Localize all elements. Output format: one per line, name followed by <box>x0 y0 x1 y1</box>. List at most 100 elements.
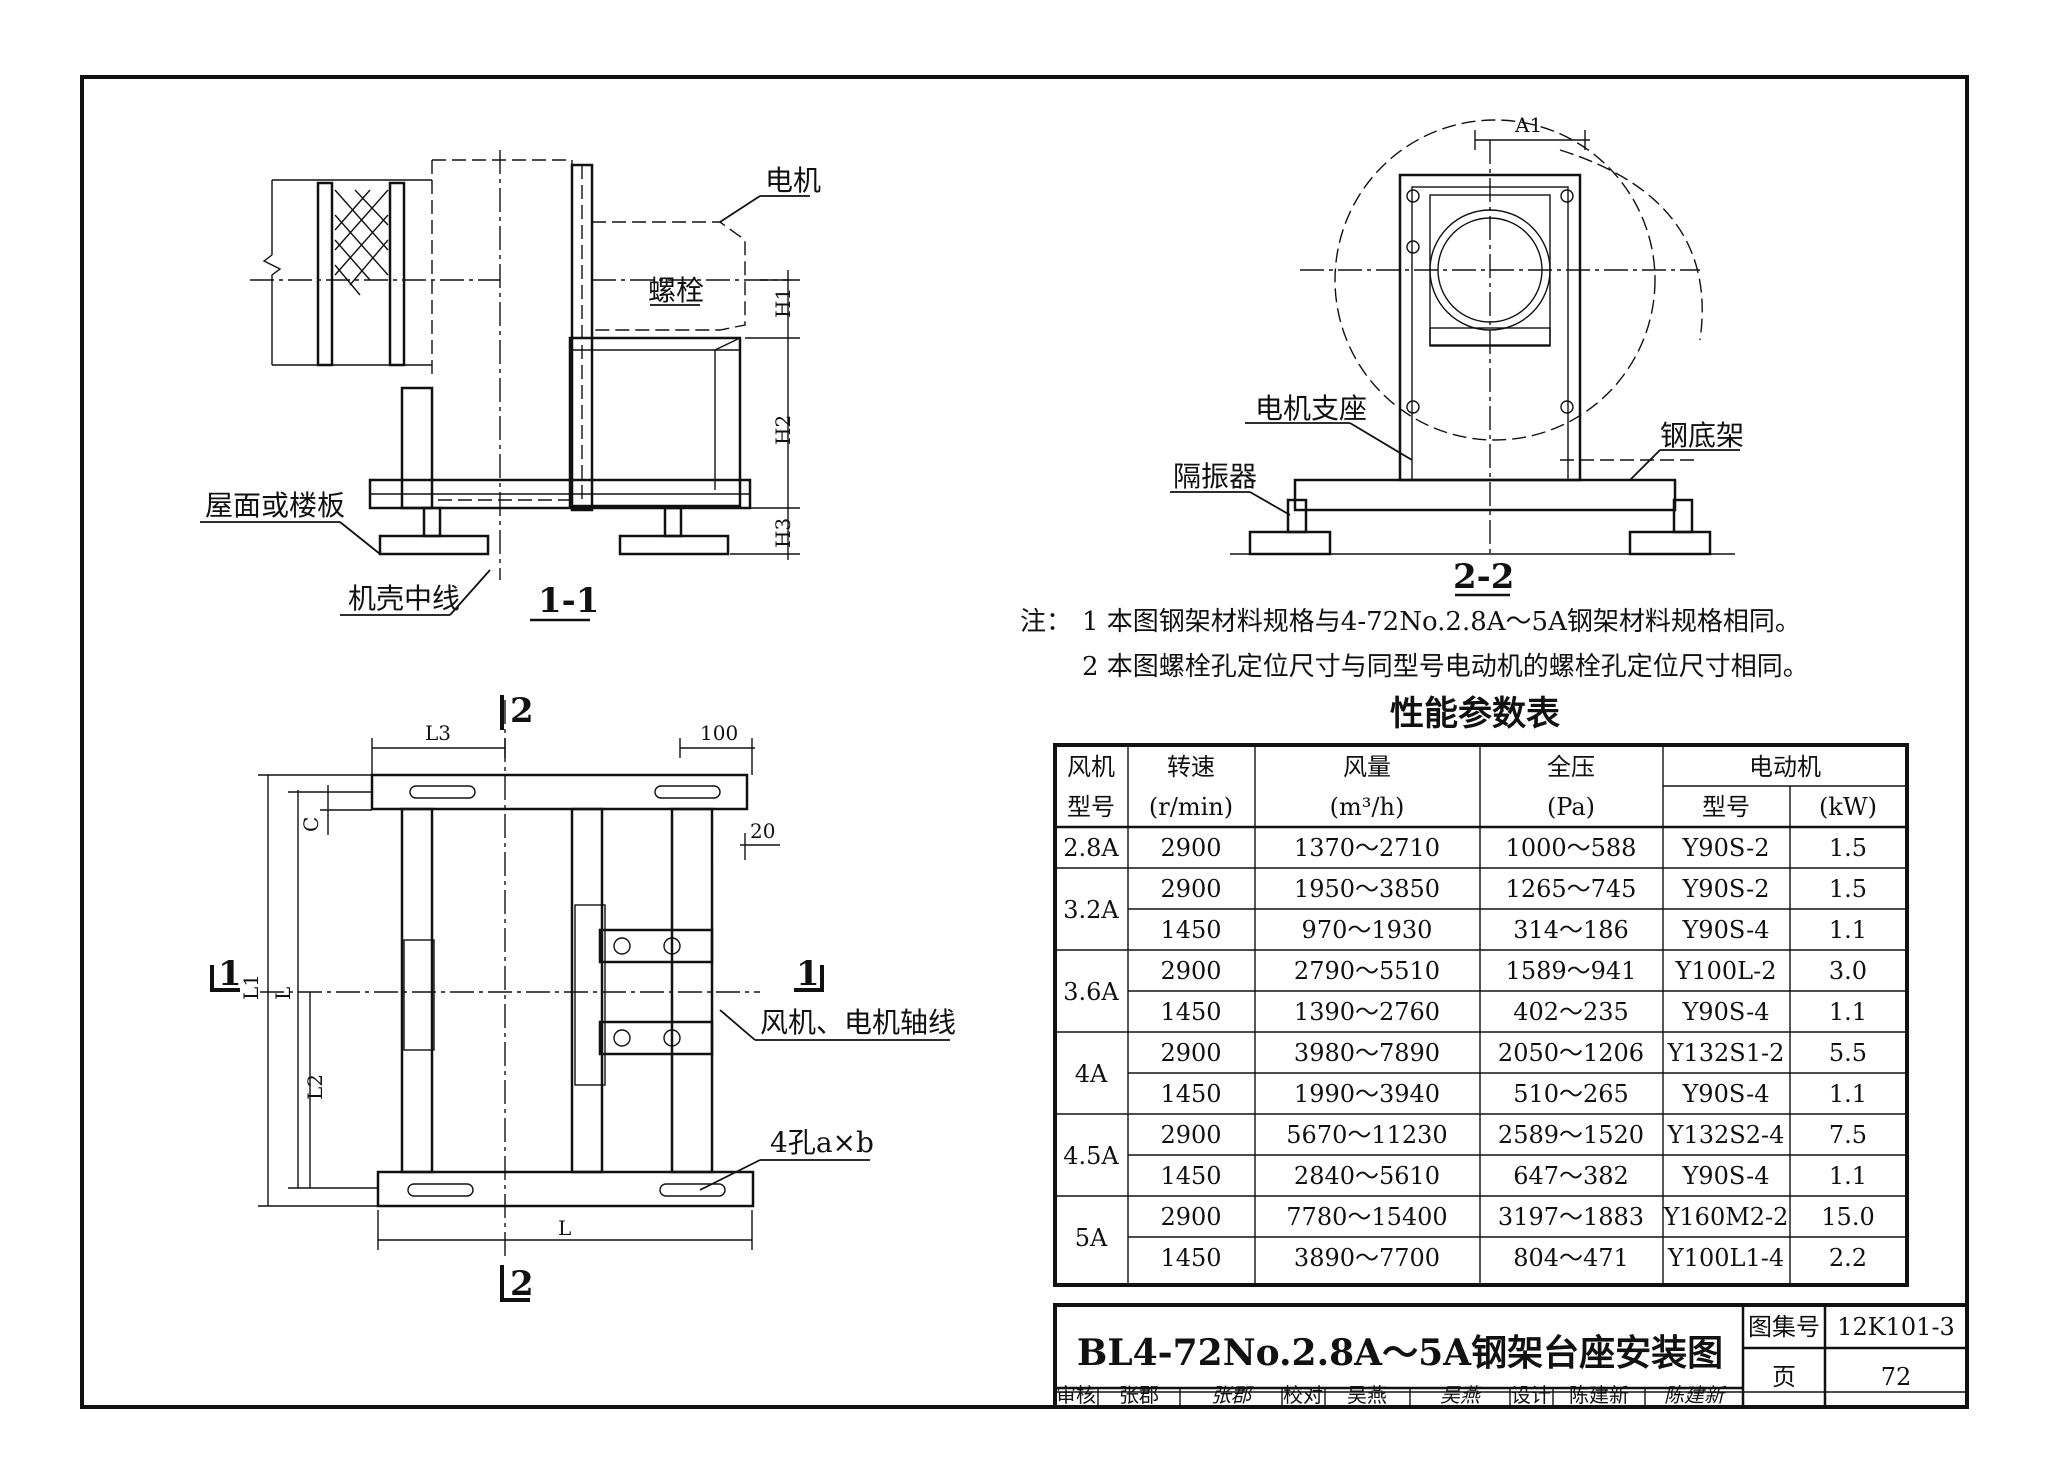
table-row: 2900 1370～2710 1000～588 Y90S-2 1.5 <box>1160 834 1867 862</box>
dim-H2: H2 <box>771 415 795 445</box>
table-row: 1450 2840～5610 647～382 Y90S-4 1.1 <box>1160 1162 1867 1190</box>
section-view-1-1 <box>200 150 810 622</box>
performance-table-grid <box>1053 743 1909 1287</box>
table-cell: Y90S-4 <box>1681 1162 1769 1190</box>
dim-C: C <box>299 817 323 832</box>
th-flow-2: (m³/h) <box>1330 793 1405 821</box>
table-cell: 804～471 <box>1513 1244 1629 1272</box>
table-cell: 1450 <box>1160 1244 1221 1272</box>
th-pressure-2: (Pa) <box>1547 793 1595 821</box>
reviewer-name: 张郡 <box>1119 1383 1159 1407</box>
fan-model-cell: 3.6A <box>1063 978 1119 1006</box>
table-cell: 647～382 <box>1513 1162 1629 1190</box>
dim-L-bottom: L <box>558 1216 571 1240</box>
table-cell: Y100L1-4 <box>1667 1244 1784 1272</box>
label-vibration-isolator: 隔振器 <box>1173 460 1257 493</box>
label-bolt: 螺栓 <box>648 274 704 307</box>
note-1: 1 本图钢架材料规格与4-72No.2.8A～5A钢架材料规格相同。 <box>1082 607 1801 637</box>
fan-model-cell: 5A <box>1075 1224 1108 1252</box>
table-cell: 314～186 <box>1513 916 1629 944</box>
reviewer-signature: 张郡 <box>1211 1383 1254 1407</box>
note-2: 2 本图螺栓孔定位尺寸与同型号电动机的螺栓孔定位尺寸相同。 <box>1082 652 1809 682</box>
table-cell: 1589～941 <box>1506 957 1637 985</box>
table-cell: 1450 <box>1160 1162 1221 1190</box>
table-cell: 1.1 <box>1829 1080 1867 1108</box>
cut-marker-1-left: 1 <box>218 954 242 994</box>
table-row: 2900 3980～7890 2050～1206 Y132S1-2 5.5 <box>1160 1039 1867 1067</box>
table-cell: Y90S-4 <box>1681 1080 1769 1108</box>
dim-A1: A1 <box>1514 113 1542 137</box>
section-view-2-2 <box>1170 119 1740 597</box>
table-cell: 2900 <box>1160 1039 1221 1067</box>
table-cell: Y160M2-2 <box>1663 1203 1789 1231</box>
table-cell: 1370～2710 <box>1294 834 1440 862</box>
table-cell: 2.2 <box>1829 1244 1867 1272</box>
design-label: 设计 <box>1511 1383 1551 1407</box>
sheet-border <box>80 75 1969 1409</box>
table-cell: 1450 <box>1160 998 1221 1026</box>
table-cell: 5670～11230 <box>1286 1121 1447 1149</box>
table-cell: 3.0 <box>1829 957 1867 985</box>
table-cell: 1390～2760 <box>1294 998 1440 1026</box>
dim-L: L <box>271 987 295 1000</box>
section-label-2-2: 2-2 <box>1453 557 1514 597</box>
th-pressure-1: 全压 <box>1547 753 1595 781</box>
table-cell: 3980～7890 <box>1294 1039 1440 1067</box>
table-cell: 7780～15400 <box>1286 1203 1447 1231</box>
label-holes: 4孔a×b <box>770 1126 874 1159</box>
label-motor-support: 电机支座 <box>1255 392 1367 425</box>
title-block-bottom-row <box>1055 1346 1967 1407</box>
table-cell: 1.1 <box>1829 998 1867 1026</box>
th-motor-model: 型号 <box>1702 793 1750 821</box>
table-cell: 2840～5610 <box>1294 1162 1440 1190</box>
table-row: 2900 2790～5510 1589～941 Y100L-2 3.0 <box>1160 957 1867 985</box>
table-cell: 2589～1520 <box>1498 1121 1644 1149</box>
drawing-title: BL4-72No.2.8A～5A钢架台座安装图 <box>1077 1332 1723 1374</box>
note-prefix: 注： <box>1020 607 1072 637</box>
table-cell: 2900 <box>1160 957 1221 985</box>
th-fan-model-1: 风机 <box>1067 753 1115 781</box>
table-cell: 1000～588 <box>1506 834 1637 862</box>
section-label-1-1: 1-1 <box>538 581 599 621</box>
page-number: 72 <box>1881 1363 1912 1391</box>
table-cell: Y90S-2 <box>1681 875 1769 903</box>
label-roof-or-floor: 屋面或楼板 <box>205 489 345 522</box>
table-cell: 7.5 <box>1829 1121 1867 1149</box>
th-speed-2: (r/min) <box>1149 793 1233 821</box>
atlas-label: 图集号 <box>1748 1313 1820 1341</box>
label-steel-base-frame: 钢底架 <box>1660 419 1744 452</box>
table-cell: 2790～5510 <box>1294 957 1440 985</box>
table-cell: 2900 <box>1160 834 1221 862</box>
table-cell: 1.1 <box>1829 1162 1867 1190</box>
table-cell: 2900 <box>1160 1121 1221 1149</box>
table-cell: Y90S-2 <box>1681 834 1769 862</box>
dim-H3: H3 <box>771 518 795 548</box>
designer-signature: 陈建新 <box>1664 1383 1727 1407</box>
table-row: 1450 970～1930 314～186 Y90S-4 1.1 <box>1160 916 1867 944</box>
table-cell: 15.0 <box>1821 1203 1874 1231</box>
table-cell: 1.1 <box>1829 916 1867 944</box>
label-fan-motor-axis: 风机、电机轴线 <box>760 1006 956 1039</box>
table-cell: 510～265 <box>1513 1080 1629 1108</box>
table-cell: Y132S1-2 <box>1667 1039 1785 1067</box>
label-motor: 电机 <box>765 164 821 197</box>
table-title: 性能参数表 <box>1390 694 1560 734</box>
fan-model-cell: 4A <box>1075 1060 1108 1088</box>
table-cell: 1.5 <box>1829 834 1867 862</box>
table-cell: Y90S-4 <box>1681 998 1769 1026</box>
th-motor: 电动机 <box>1749 753 1821 781</box>
page-label: 页 <box>1772 1363 1796 1391</box>
fan-model-cell: 4.5A <box>1063 1142 1119 1170</box>
table-cell: 1950～3850 <box>1294 875 1440 903</box>
dim-L3: L3 <box>425 721 451 745</box>
dim-20: 20 <box>750 819 775 843</box>
plan-view <box>210 695 950 1302</box>
table-row: 2900 5670～11230 2589～1520 Y132S2-4 7.5 <box>1160 1121 1867 1149</box>
fan-model-cell: 3.2A <box>1063 896 1119 924</box>
table-cell: 1265～745 <box>1506 875 1637 903</box>
th-fan-model-2: 型号 <box>1067 793 1115 821</box>
table-cell: Y100L-2 <box>1675 957 1777 985</box>
table-cell: 1990～3940 <box>1294 1080 1440 1108</box>
dim-L1: L1 <box>239 974 263 1000</box>
th-motor-power: (kW) <box>1819 793 1877 821</box>
